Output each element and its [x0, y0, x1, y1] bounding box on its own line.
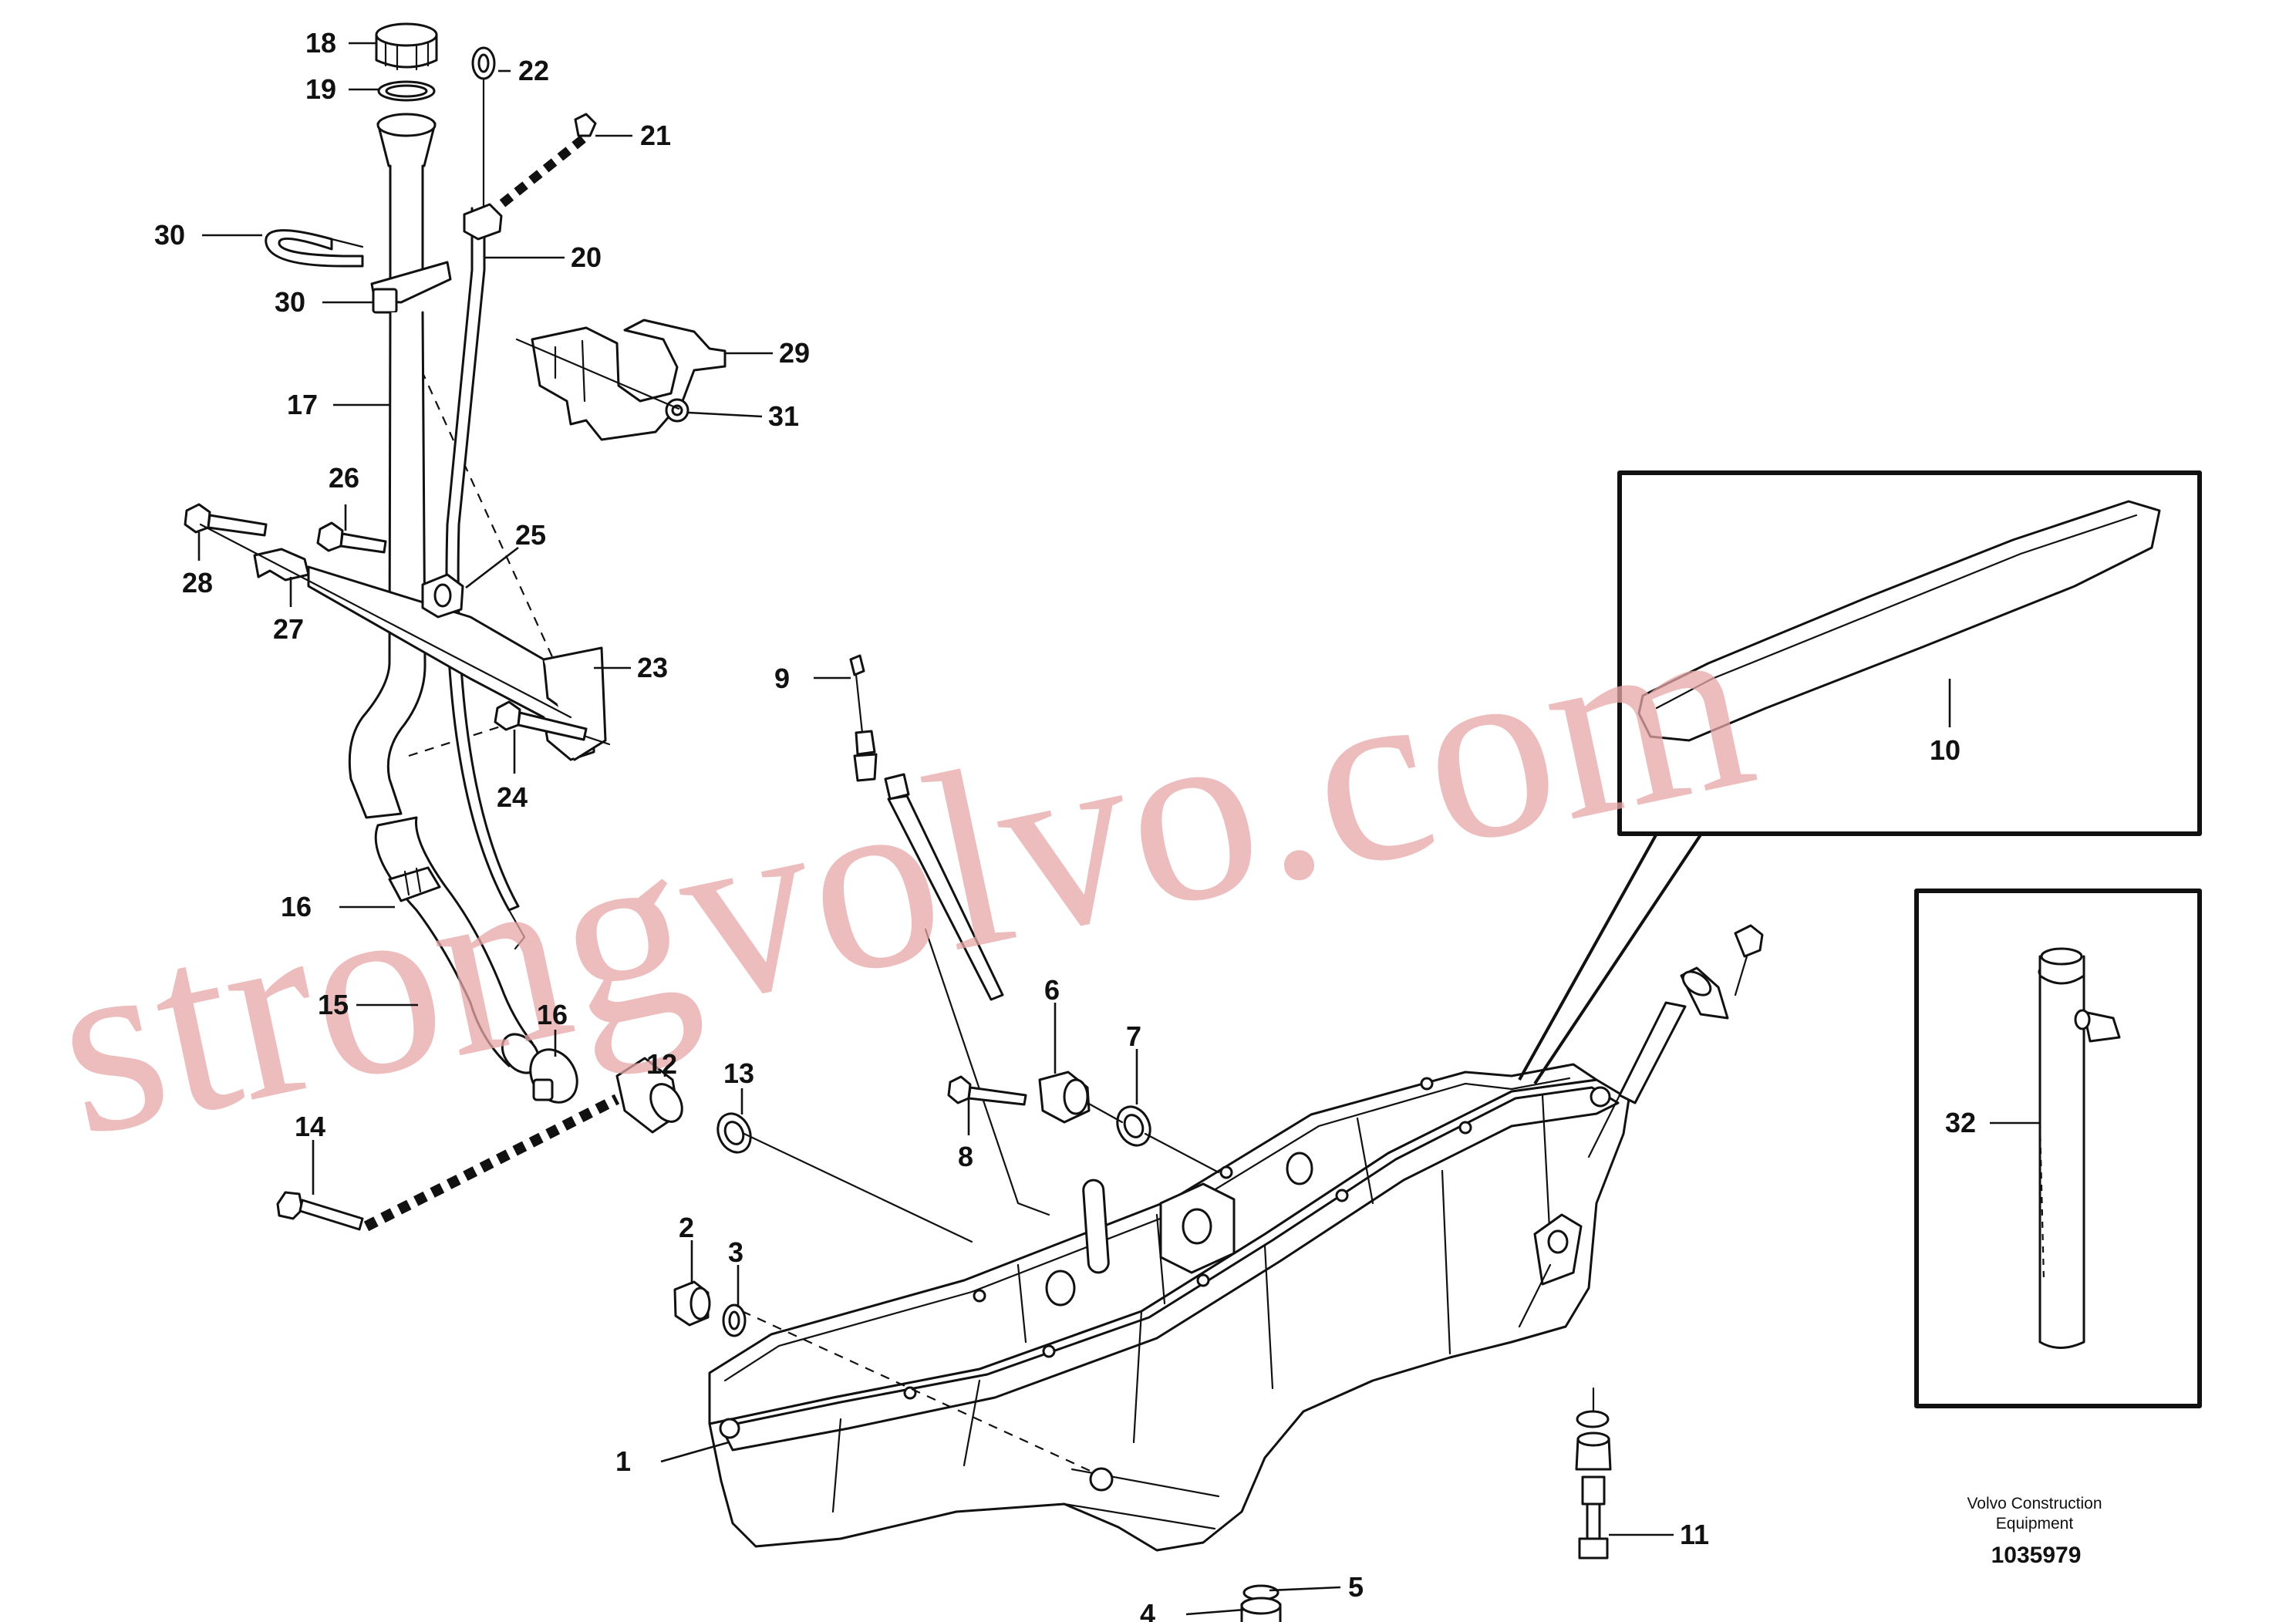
callout-10: 10 — [1930, 734, 1961, 766]
callout-31: 31 — [768, 400, 799, 432]
callout-30-lower: 30 — [275, 286, 305, 318]
callout-4: 4 — [1140, 1598, 1155, 1622]
callout-30-upper: 30 — [154, 219, 185, 251]
callout-9: 9 — [774, 663, 790, 694]
callout-3: 3 — [728, 1236, 743, 1268]
callout-labels: 1 2 3 4 5 6 7 8 9 10 11 12 13 14 15 16 1… — [154, 27, 1976, 1622]
callout-24: 24 — [497, 781, 528, 813]
callout-21: 21 — [640, 120, 671, 151]
callout-25: 25 — [515, 519, 546, 551]
callout-16-upper: 16 — [281, 891, 312, 922]
alignment-lines — [392, 308, 1096, 1474]
oil-pan — [708, 1063, 1630, 1552]
callout-29: 29 — [779, 337, 810, 369]
detail-box-gasket — [1518, 470, 2202, 1085]
callout-20: 20 — [571, 241, 602, 273]
callout-8: 8 — [958, 1141, 973, 1172]
callout-7: 7 — [1126, 1020, 1141, 1052]
credit-line-2: Equipment — [1996, 1515, 2074, 1533]
callout-2: 2 — [679, 1212, 694, 1243]
callout-15: 15 — [318, 989, 349, 1020]
callout-22: 22 — [518, 55, 549, 86]
callout-26: 26 — [329, 462, 359, 494]
breather-parts — [947, 1071, 1220, 1174]
side-dipstick — [1587, 924, 1764, 1158]
document-number: 1035979 — [1991, 1543, 2082, 1568]
filler-tube-assembly — [265, 22, 973, 1243]
callout-32: 32 — [1945, 1107, 1976, 1138]
drain-valve-11 — [1575, 1387, 1612, 1560]
credit-line-1: Volvo Construction — [1967, 1495, 2102, 1512]
callout-14: 14 — [295, 1111, 325, 1142]
detail-box-tube — [1914, 889, 2202, 1408]
callout-19: 19 — [305, 73, 336, 105]
callout-16-lower: 16 — [537, 999, 568, 1030]
drain-plug-2-3 — [673, 1280, 747, 1337]
leader-lines — [197, 42, 2045, 1616]
callout-13: 13 — [723, 1057, 754, 1089]
callout-11: 11 — [1680, 1519, 1709, 1550]
callout-17: 17 — [287, 389, 318, 420]
drain-plug-4-5 — [1240, 1584, 1282, 1622]
callout-27: 27 — [273, 613, 304, 645]
callout-5: 5 — [1348, 1571, 1364, 1603]
callout-28: 28 — [182, 567, 213, 599]
callout-23: 23 — [637, 652, 668, 683]
dipstick-9 — [849, 654, 1050, 1216]
callout-6: 6 — [1044, 974, 1060, 1006]
callout-1: 1 — [615, 1445, 631, 1477]
bracket-23 — [184, 503, 611, 761]
callout-12: 12 — [646, 1048, 677, 1080]
callout-18: 18 — [305, 27, 336, 59]
bracket-29 — [515, 319, 727, 441]
